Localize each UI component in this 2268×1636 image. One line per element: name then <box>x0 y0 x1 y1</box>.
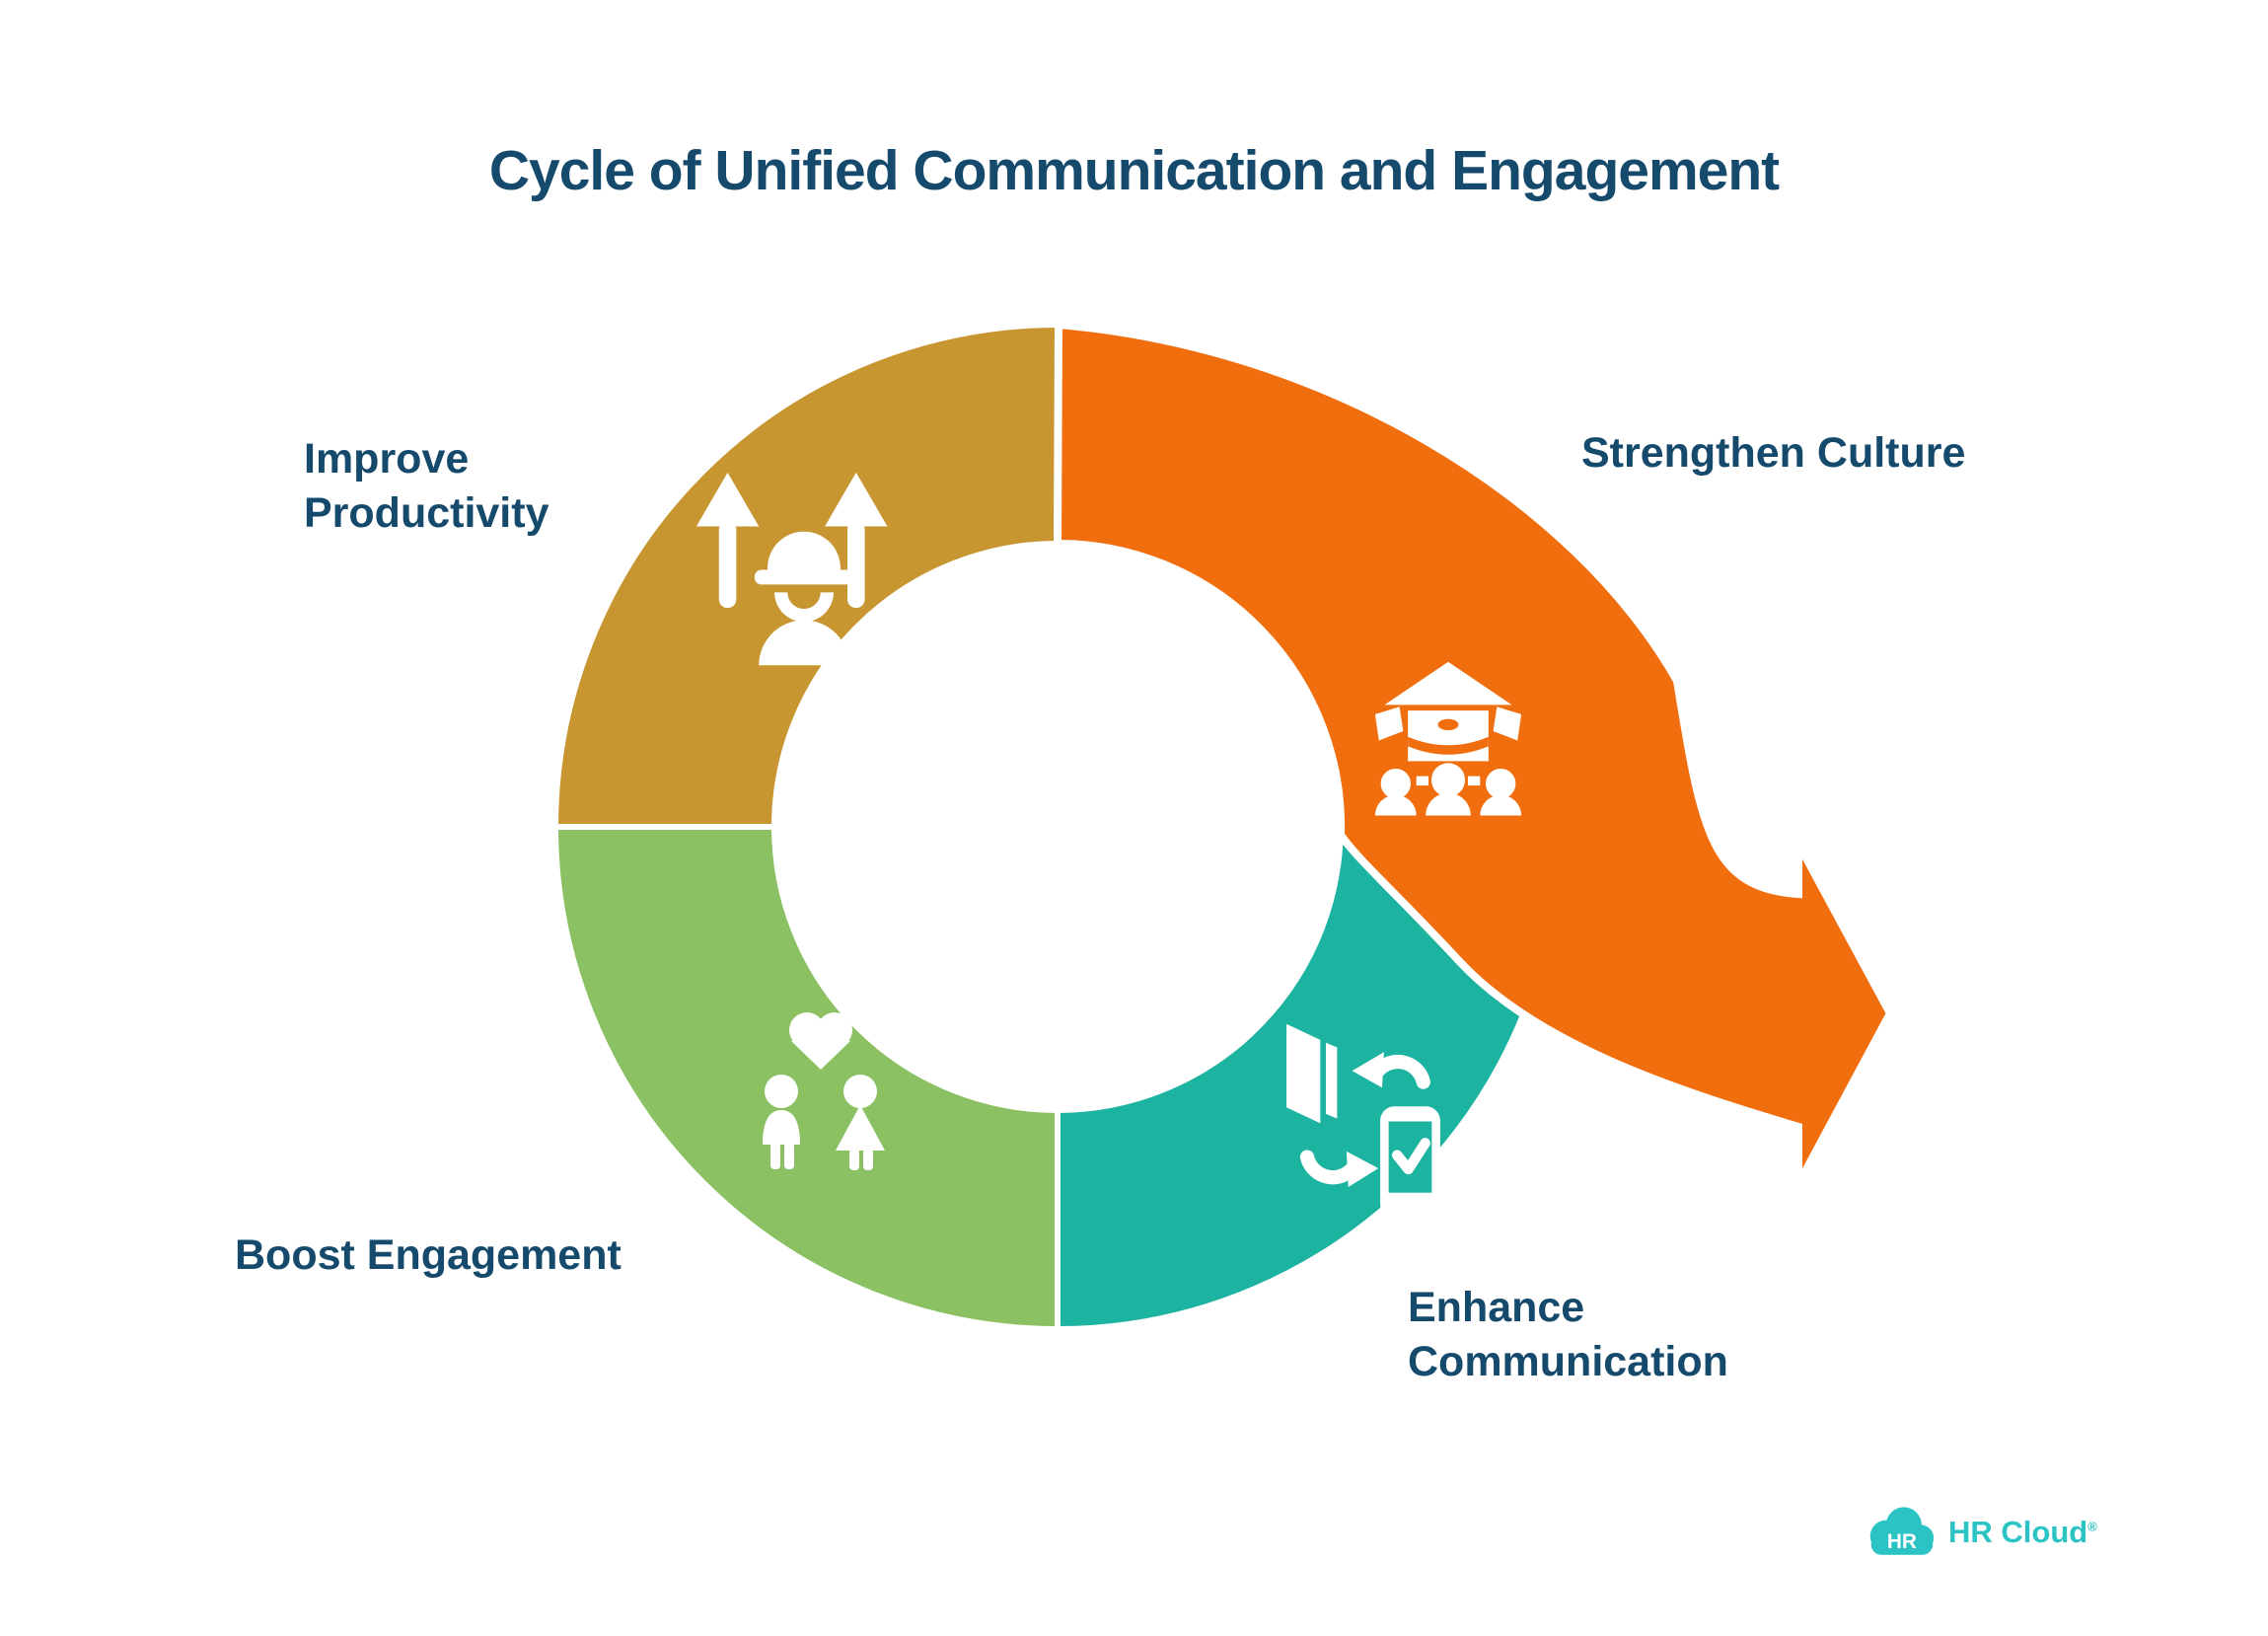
banner-smile <box>1437 718 1459 731</box>
registered-mark: ® <box>2087 1519 2097 1534</box>
hr-cloud-wordmark: HR Cloud® <box>1948 1515 2097 1549</box>
door-phone-sync-icon <box>1286 1023 1440 1220</box>
page-title: Cycle of Unified Communication and Engag… <box>488 139 1780 202</box>
hr-cloud-logo: HR HR Cloud® <box>1866 1506 2097 1559</box>
hr-badge-text: HR <box>1887 1530 1917 1553</box>
banner-band <box>1408 736 1489 755</box>
worker-up-arrows-icon <box>695 472 888 666</box>
community-roof-icon <box>1374 661 1522 816</box>
label-boost-engagement: Boost Engagement <box>235 1231 622 1279</box>
segment-boost-engagement <box>551 824 1061 1333</box>
label-improve-productivity: Improve Productivity <box>304 435 549 537</box>
label-enhance-communication: Enhance Communication <box>1408 1284 1728 1385</box>
hr-cloud-badge-icon: HR <box>1869 1507 1935 1555</box>
couple-heart-icon <box>763 1012 885 1170</box>
label-strengthen-culture: Strengthen Culture <box>1581 429 1966 477</box>
